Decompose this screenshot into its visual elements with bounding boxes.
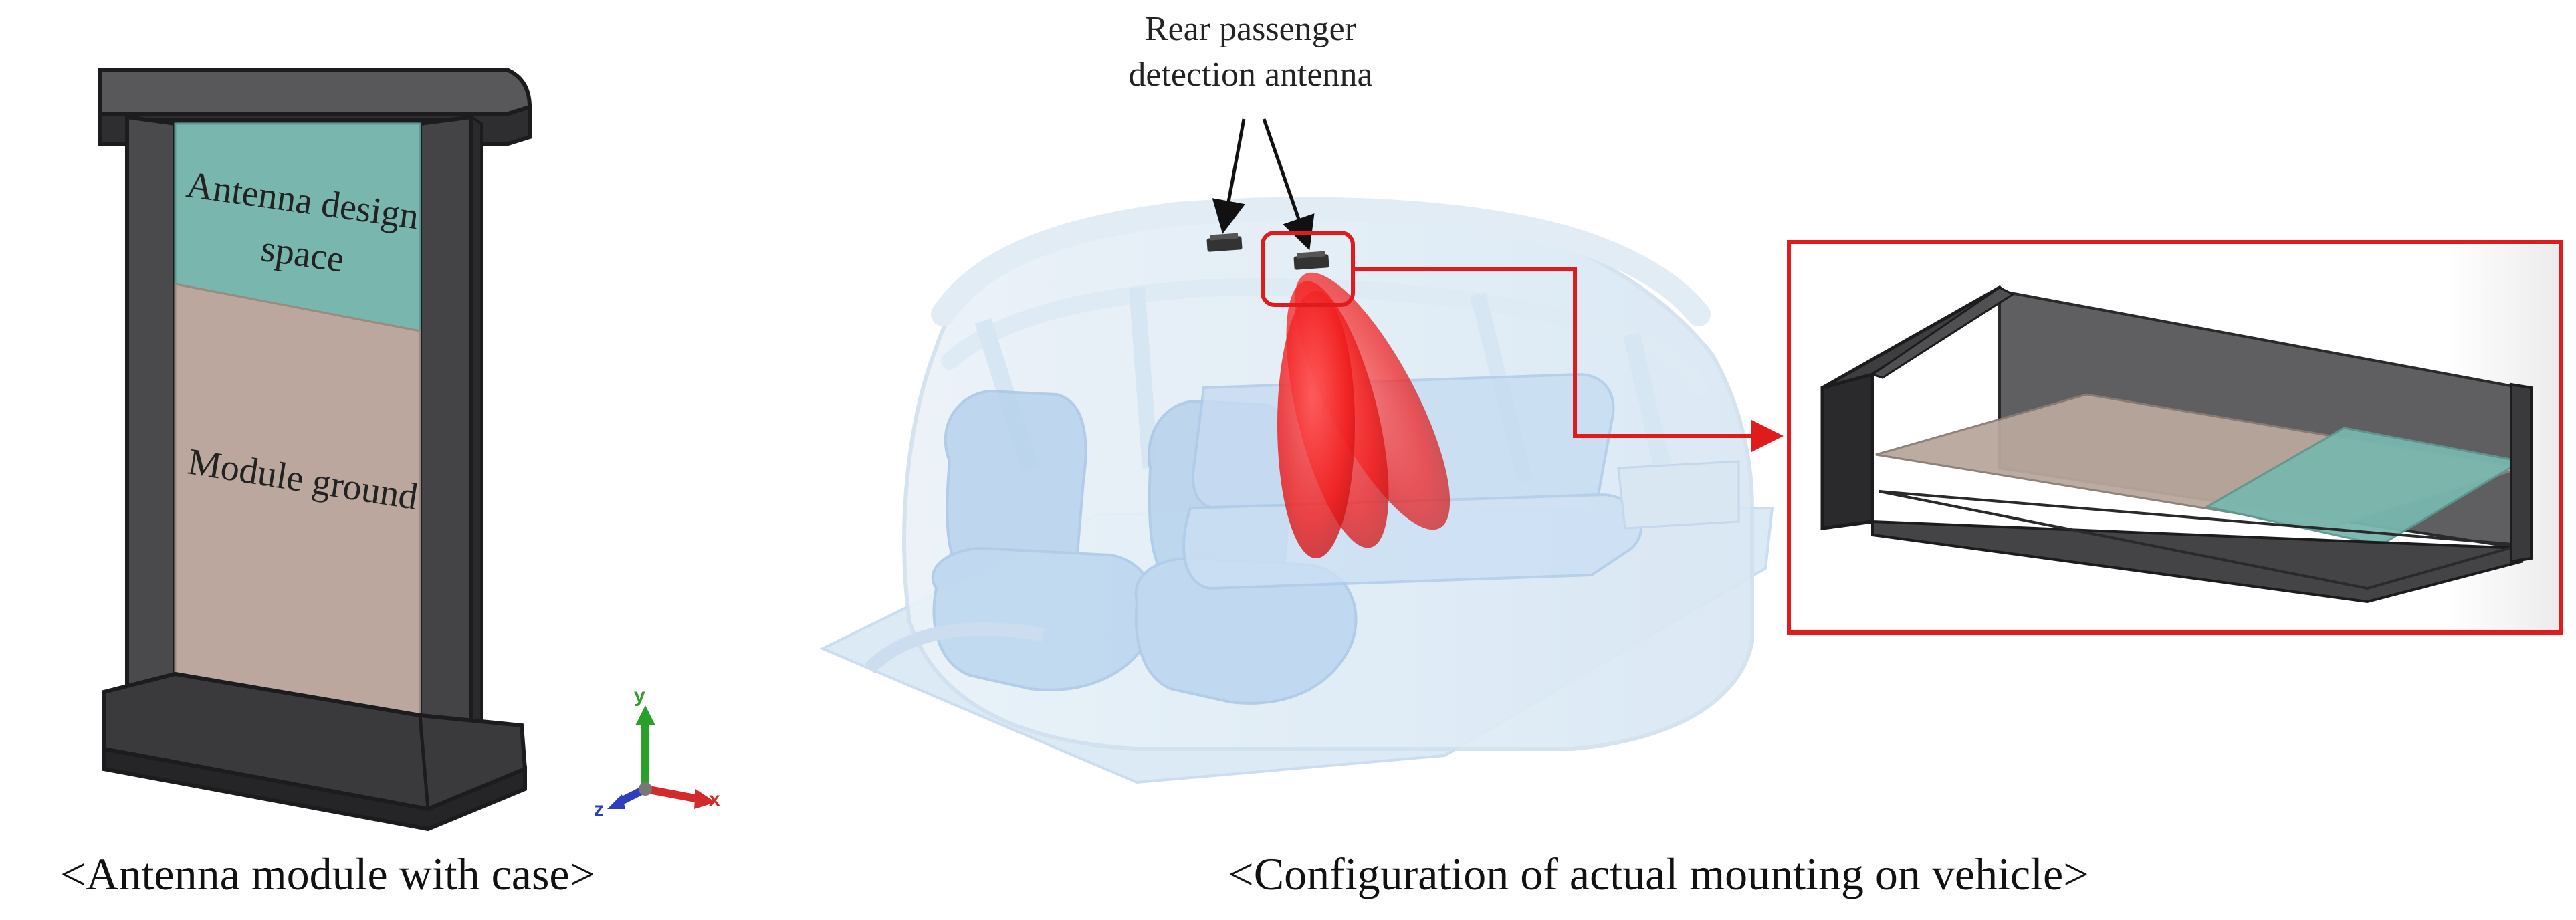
axis-z-label: z xyxy=(594,798,604,820)
case-bottom-cap xyxy=(102,671,528,832)
beam-lobe-front xyxy=(1277,291,1355,558)
case-right-wall xyxy=(418,114,473,728)
axis-x-arrow xyxy=(644,785,700,803)
radiation-pattern xyxy=(1277,272,1451,558)
antenna-label-line1: Rear passenger xyxy=(1145,10,1356,48)
caption-left: <Antenna module with case> xyxy=(60,848,595,899)
pointer-arrow-left xyxy=(1212,118,1246,234)
antenna-annotation: Rear passenger detection antenna xyxy=(1128,10,1373,251)
zoom-detail xyxy=(1787,240,2563,635)
zoom-callout xyxy=(1261,231,1784,452)
antenna-right-unit xyxy=(1293,251,1329,270)
antenna-left-unit xyxy=(1206,233,1243,252)
antenna-module-case: Antenna design space Module ground xyxy=(98,68,532,832)
case-left-wall xyxy=(125,114,177,725)
antenna-label-line2: detection antenna xyxy=(1128,55,1372,94)
axis-y-label: y xyxy=(634,685,645,707)
pointer-arrow-right xyxy=(1262,118,1315,251)
axis-x-label: x xyxy=(709,788,720,810)
callout-connector xyxy=(1353,267,1784,452)
caption-right: <Configuration of actual mounting on veh… xyxy=(1228,848,2088,899)
axis-triad: y x z xyxy=(594,685,720,820)
